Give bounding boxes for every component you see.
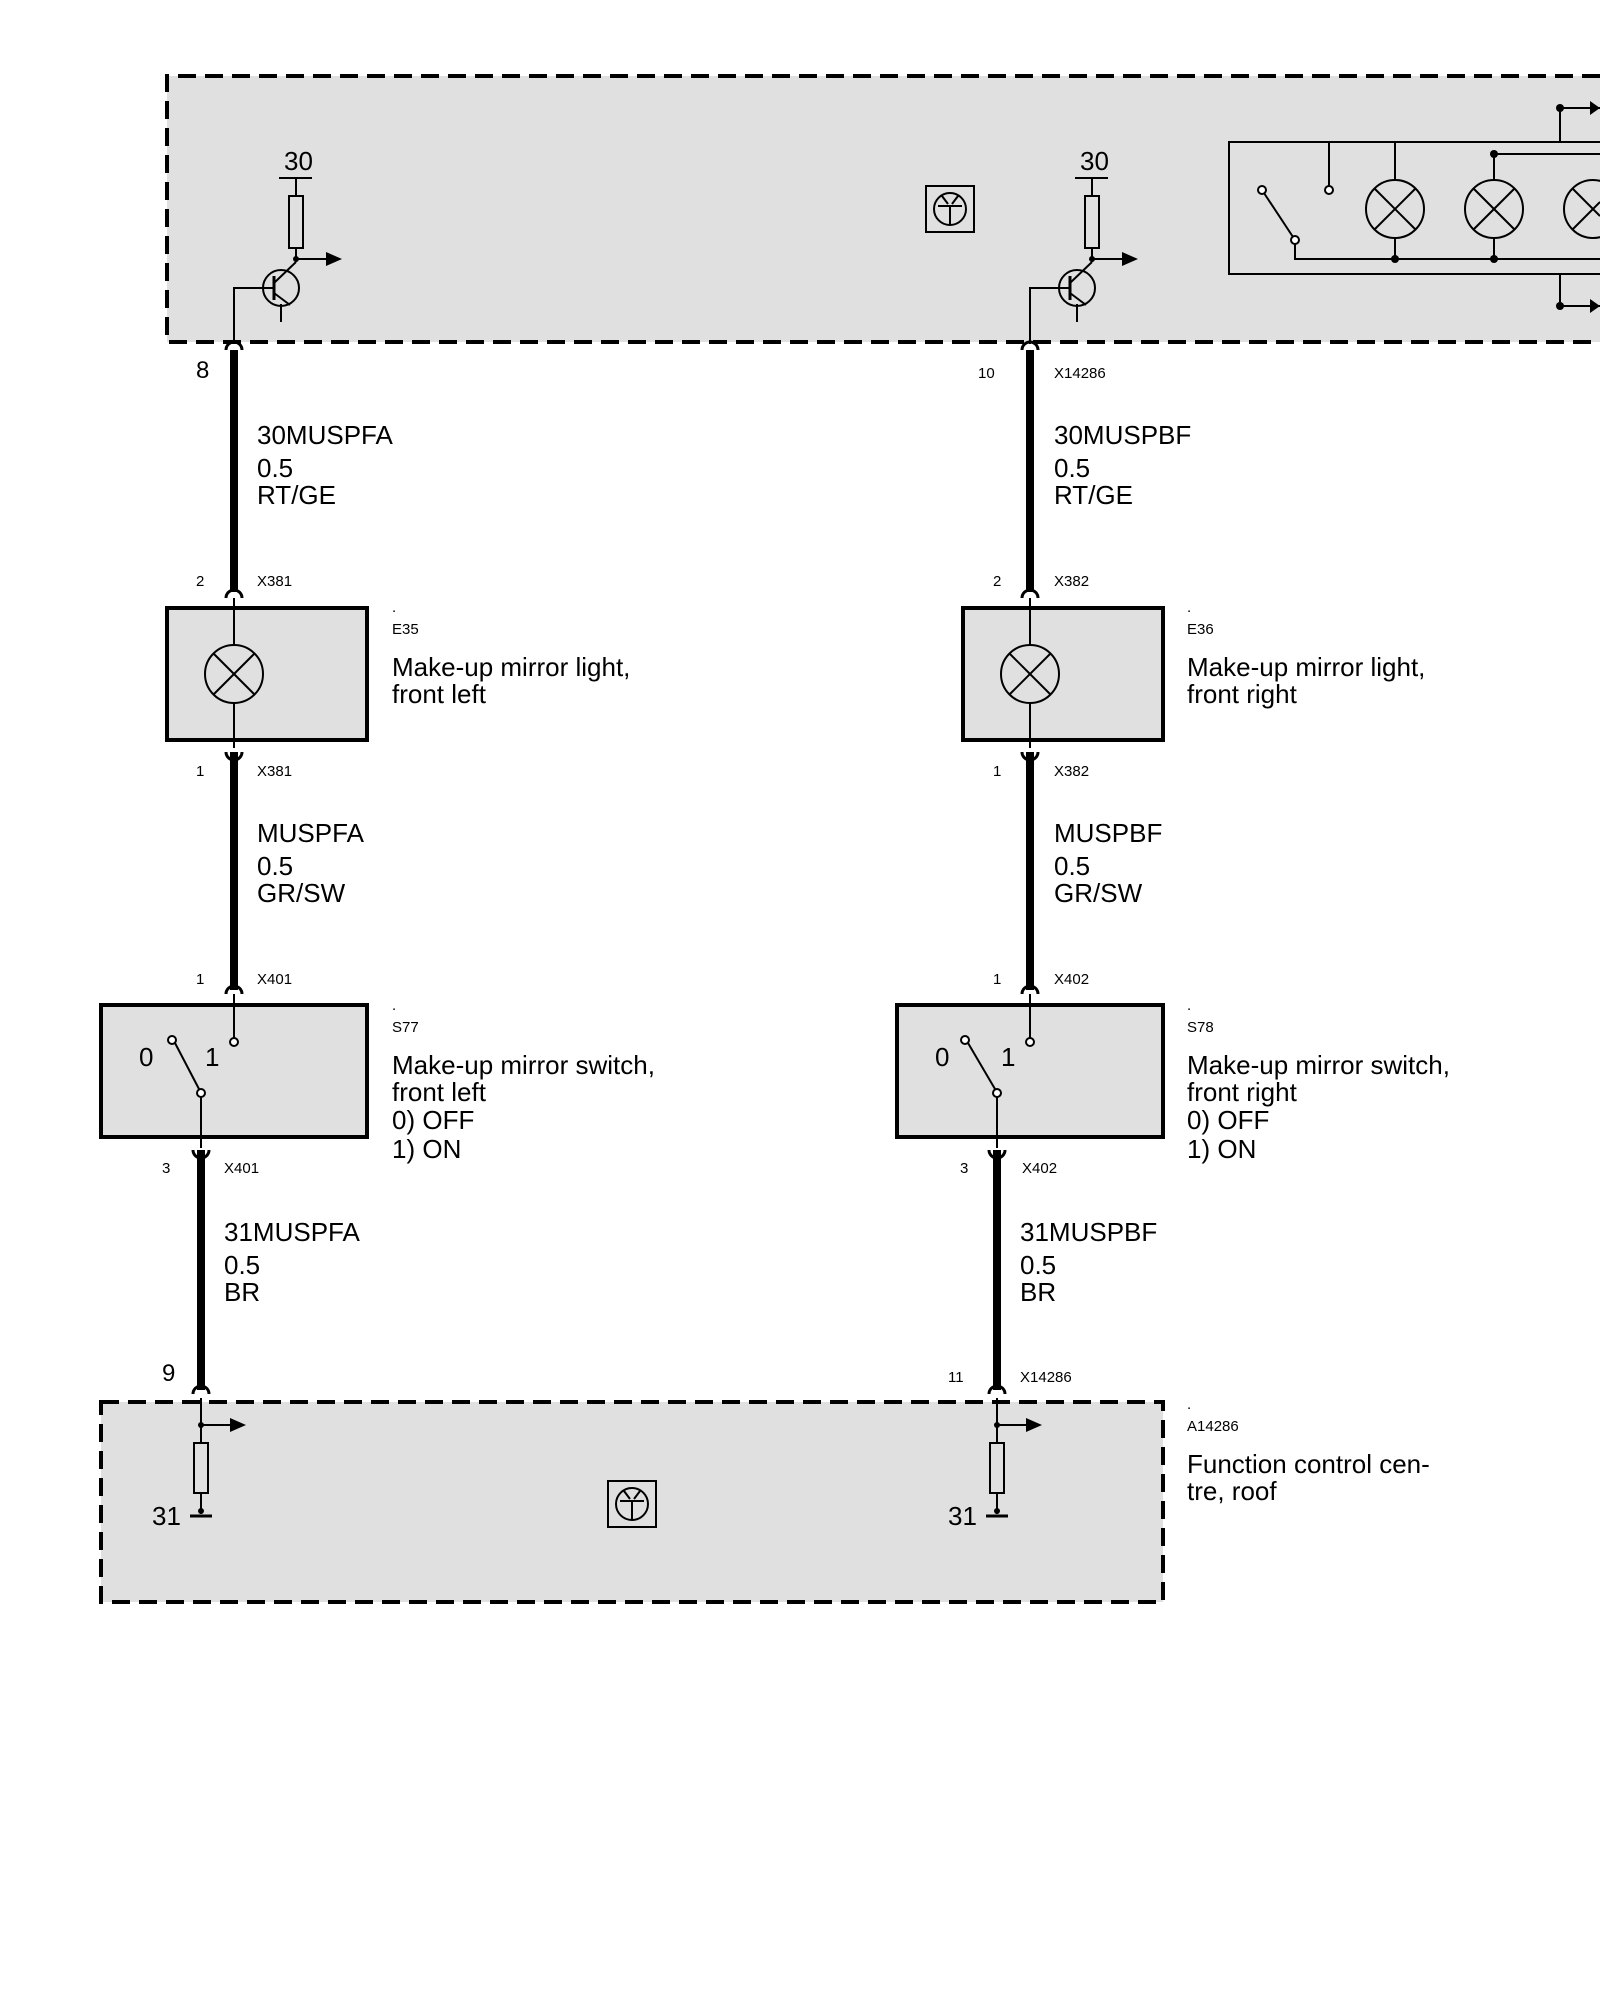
- component-id: E35: [392, 621, 419, 638]
- pin-label: 2: [196, 573, 204, 590]
- wire-size: 0.5: [224, 1250, 260, 1280]
- component-name-line2: front right: [1187, 679, 1298, 709]
- terminal-30-left: 30: [284, 146, 313, 176]
- component-id: S78: [1187, 1019, 1214, 1036]
- wire-color: RT/GE: [1054, 480, 1133, 510]
- bottom-left-driver: 31: [152, 1398, 246, 1531]
- module-name-line1: Function control cen-: [1187, 1449, 1430, 1479]
- lamp-e35: [165, 598, 369, 748]
- control-unit-icon-top: [925, 185, 975, 233]
- connector-label: X381: [257, 763, 292, 780]
- wire-color: RT/GE: [257, 480, 336, 510]
- wire-color: BR: [1020, 1277, 1056, 1307]
- dot-mark: .: [392, 997, 396, 1014]
- pin-label: 3: [960, 1160, 968, 1177]
- switch-state-1: 1) ON: [392, 1134, 461, 1164]
- switch-pos-0: 0: [139, 1042, 153, 1072]
- connector-x14286-top: X14286: [1054, 365, 1106, 382]
- component-name-line1: Make-up mirror switch,: [392, 1050, 655, 1080]
- connector-label: X402: [1054, 971, 1089, 988]
- wire-size: 0.5: [1054, 453, 1090, 483]
- wire-size: 0.5: [257, 453, 293, 483]
- dot-mark: .: [1187, 1396, 1191, 1413]
- wire-color: GR/SW: [257, 878, 346, 908]
- pin-10: 10: [978, 365, 995, 382]
- wire-name: 30MUSPFA: [257, 420, 393, 450]
- dot-mark: .: [1187, 599, 1191, 616]
- wire-size: 0.5: [1054, 851, 1090, 881]
- connector-label: X382: [1054, 763, 1089, 780]
- wire-name: 31MUSPFA: [224, 1217, 360, 1247]
- pin-11: 11: [948, 1369, 964, 1386]
- component-name-line1: Make-up mirror light,: [392, 652, 630, 682]
- connector-x14286-bottom: X14286: [1020, 1369, 1072, 1386]
- pin-label: 1: [196, 763, 204, 780]
- connector-label: X402: [1022, 1160, 1057, 1177]
- switch-lever: [174, 1042, 200, 1090]
- top-module: 30 30: [165, 74, 1600, 384]
- top-right-driver: 30: [1029, 146, 1138, 344]
- wire-size: 0.5: [257, 851, 293, 881]
- component-name-line2: front right: [1187, 1077, 1298, 1107]
- switch-pos-1: 1: [205, 1042, 219, 1072]
- wire-name: 30MUSPBF: [1054, 420, 1191, 450]
- module-name-line2: tre, roof: [1187, 1476, 1277, 1506]
- switch-state-1: 1) ON: [1187, 1134, 1256, 1164]
- switch-pos-1: 1: [1001, 1042, 1015, 1072]
- dot-mark: .: [1187, 997, 1191, 1014]
- wire-name: MUSPFA: [257, 818, 365, 848]
- switch-state-0: 0) OFF: [392, 1105, 474, 1135]
- switch-pos-0: 0: [935, 1042, 949, 1072]
- component-name-line2: front left: [392, 679, 487, 709]
- component-name-line2: front left: [392, 1077, 487, 1107]
- pin-label: 1: [196, 971, 204, 988]
- connector-label: X381: [257, 573, 292, 590]
- dot-mark: .: [392, 599, 396, 616]
- module-id: A14286: [1187, 1418, 1239, 1435]
- pin-label: 1: [993, 971, 1001, 988]
- pin-label: 2: [993, 573, 1001, 590]
- ground-31-right: 31: [948, 1501, 977, 1531]
- wire-size: 0.5: [1020, 1250, 1056, 1280]
- lamp-e36: [961, 598, 1165, 748]
- component-id: E36: [1187, 621, 1214, 638]
- pin-9: 9: [162, 1360, 175, 1387]
- left-branch: 30MUSPFA 0.5 RT/GE 2 X381 . E35 Make-up …: [99, 340, 655, 1395]
- bottom-module: 9 11 X14286 31 31: [99, 1360, 1430, 1604]
- bottom-right-driver: 31: [948, 1398, 1042, 1531]
- component-id: S77: [392, 1019, 419, 1036]
- component-name-line1: Make-up mirror switch,: [1187, 1050, 1450, 1080]
- interior-lamp-cluster: [1228, 101, 1600, 313]
- component-name-line1: Make-up mirror light,: [1187, 652, 1425, 682]
- control-unit-icon-bottom: [607, 1480, 657, 1528]
- wire-color: BR: [224, 1277, 260, 1307]
- connector-label: X382: [1054, 573, 1089, 590]
- right-branch: 30MUSPBF 0.5 RT/GE 2 X382 . E36 Make-up …: [895, 340, 1450, 1395]
- switch-state-0: 0) OFF: [1187, 1105, 1269, 1135]
- connector-label: X401: [224, 1160, 259, 1177]
- terminal-30-right: 30: [1080, 146, 1109, 176]
- wire-name: MUSPBF: [1054, 818, 1162, 848]
- wire-name: 31MUSPBF: [1020, 1217, 1157, 1247]
- pin-label: 1: [993, 763, 1001, 780]
- connector-label: X401: [257, 971, 292, 988]
- wire-color: GR/SW: [1054, 878, 1143, 908]
- pin-label: 3: [162, 1160, 170, 1177]
- ground-31-left: 31: [152, 1501, 181, 1531]
- switch-s77: 0 1: [99, 994, 369, 1148]
- switch-s78: 0 1: [895, 994, 1165, 1148]
- switch-lever: [967, 1042, 996, 1090]
- pin-8: 8: [196, 357, 209, 384]
- top-left-driver: 30: [233, 146, 342, 344]
